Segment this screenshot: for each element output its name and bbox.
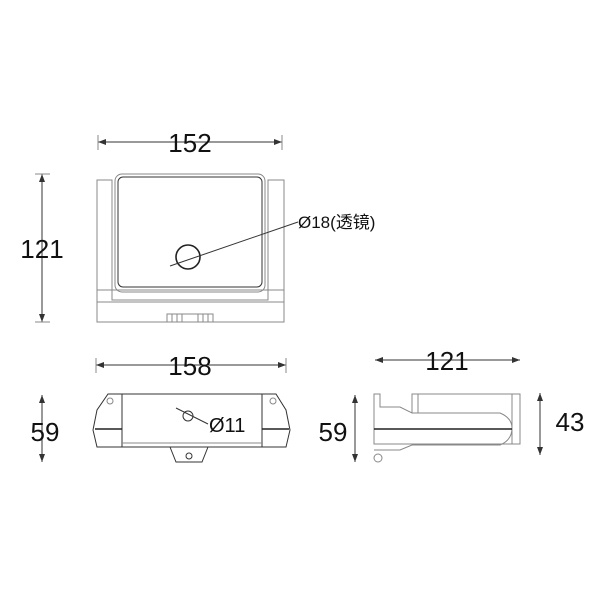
front-view: 152 121 Ø18(透镜) bbox=[20, 128, 375, 323]
width-dimension-label: 152 bbox=[168, 128, 211, 158]
lens-circle bbox=[175, 244, 201, 270]
hole-label: Ø11 bbox=[209, 415, 245, 437]
right-height-dimension-label: 43 bbox=[556, 407, 585, 437]
height-dimension-label: 121 bbox=[20, 234, 63, 264]
lamp-front-body bbox=[96, 173, 299, 323]
lens-label: Ø18(透镜) bbox=[298, 213, 375, 232]
depth-dimension-label: 121 bbox=[425, 346, 468, 376]
left-height-dimension-label: 59 bbox=[319, 417, 348, 447]
height-dimension-label: 59 bbox=[31, 417, 60, 447]
hole-leader-line bbox=[175, 407, 209, 425]
width-dimension-label: 158 bbox=[168, 351, 211, 381]
lamp-side-body bbox=[373, 393, 521, 463]
side-view: 121 59 43 bbox=[319, 346, 585, 463]
lens-leader-line bbox=[169, 221, 299, 267]
bottom-view: 158 59 Ø11 bbox=[31, 351, 291, 463]
lamp-bottom-body bbox=[92, 393, 291, 463]
